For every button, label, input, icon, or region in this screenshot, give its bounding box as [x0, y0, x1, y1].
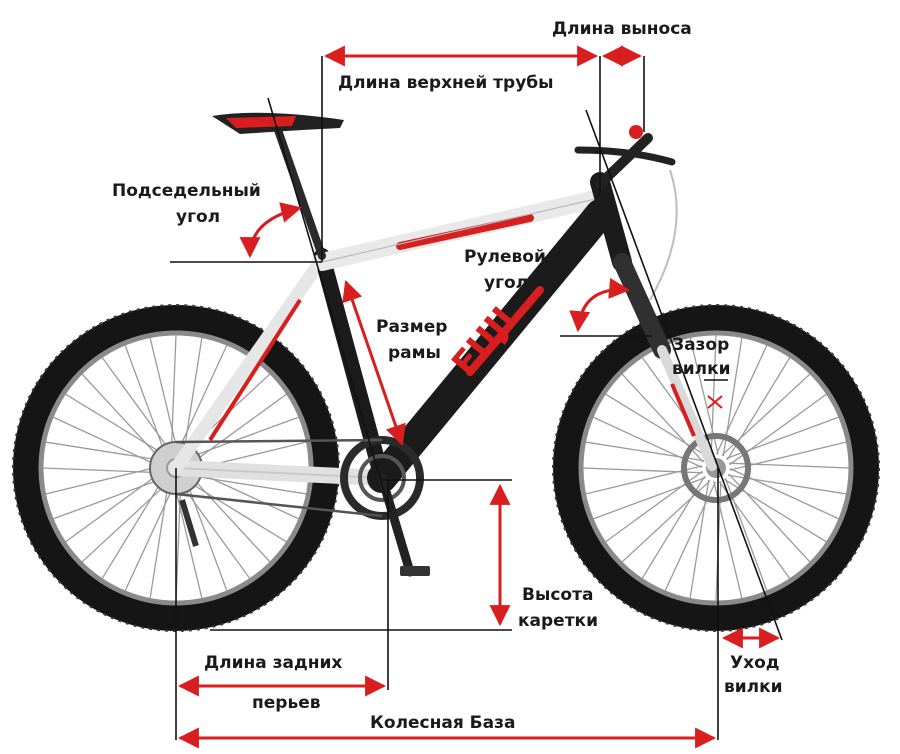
- bb-height-label-line2: каретки: [518, 611, 598, 631]
- front-wheel: [552, 304, 880, 632]
- crank-arm-icon: [377, 473, 415, 577]
- wheel-spoke: [124, 481, 176, 592]
- frame-size-label-line2: рамы: [388, 343, 441, 363]
- wheel-spoke: [45, 465, 163, 495]
- wheel-spoke: [101, 357, 174, 455]
- wheel-spoke: [149, 479, 170, 599]
- wheel-spoke: [188, 473, 271, 563]
- wheel-spoke: [186, 416, 300, 460]
- seat-angle-arrow: [239, 202, 303, 259]
- wheel-spoke: [101, 475, 166, 579]
- chainstay-label-line1: Длина задних: [204, 653, 342, 673]
- wheel-spoke: [52, 476, 166, 520]
- wheel-spoke: [170, 334, 177, 455]
- head-angle-label-line1: Рулевой: [464, 247, 546, 267]
- wheel-spoke: [187, 474, 307, 495]
- chainstay-label-line2: перьев: [252, 693, 321, 713]
- wheel-spoke: [149, 337, 179, 455]
- disc-brake-rotor-icon: [681, 433, 751, 503]
- wheel-spoke: [65, 470, 163, 543]
- wheel-spoke: [178, 481, 251, 579]
- wheel-spoke: [124, 344, 168, 458]
- pedal-icon: [400, 566, 430, 576]
- seat-angle-label-line2: угол: [176, 207, 220, 227]
- seat-angle-label-line1: Подседельный: [112, 181, 261, 201]
- fork-clearance-label-line2: вилки: [672, 359, 731, 379]
- dimension-lines: [170, 45, 783, 749]
- wheel-spoke: [173, 481, 203, 599]
- stem-length-label: Длина выноса: [552, 19, 692, 39]
- wheel-spoke: [42, 467, 163, 474]
- top-tube-length-label: Длина верхней трубы: [338, 73, 554, 93]
- wheelbase-label: Колесная База: [370, 713, 515, 733]
- wheel-spoke: [182, 337, 203, 457]
- frame-size-arrow: [342, 280, 406, 446]
- wheel-spoke: [189, 393, 287, 466]
- frame-size-label-line1: Размер: [376, 317, 447, 337]
- wheel-spoke: [81, 373, 164, 463]
- wheel-spoke: [65, 393, 169, 458]
- wheel-spoke: [52, 416, 163, 468]
- bb-height-label-line1: Высота: [522, 585, 593, 605]
- brake-lever-icon: [629, 125, 643, 139]
- labels: Длина выноса Длина верхней трубы Подседе…: [112, 19, 783, 733]
- fork-offset-label-line2: вилки: [724, 677, 783, 697]
- wheel-spoke: [183, 478, 287, 543]
- fork-offset-label-line1: Уход: [730, 653, 779, 673]
- wheel-spoke: [45, 441, 165, 462]
- wheel-spoke: [81, 480, 171, 563]
- wheel-spoke: [184, 478, 228, 592]
- head-angle-label-line2: угол: [484, 273, 528, 293]
- head-angle-arrow: [569, 277, 631, 333]
- wheel-spoke: [176, 344, 228, 455]
- fork-clearance-label-line1: Зазор: [672, 335, 729, 355]
